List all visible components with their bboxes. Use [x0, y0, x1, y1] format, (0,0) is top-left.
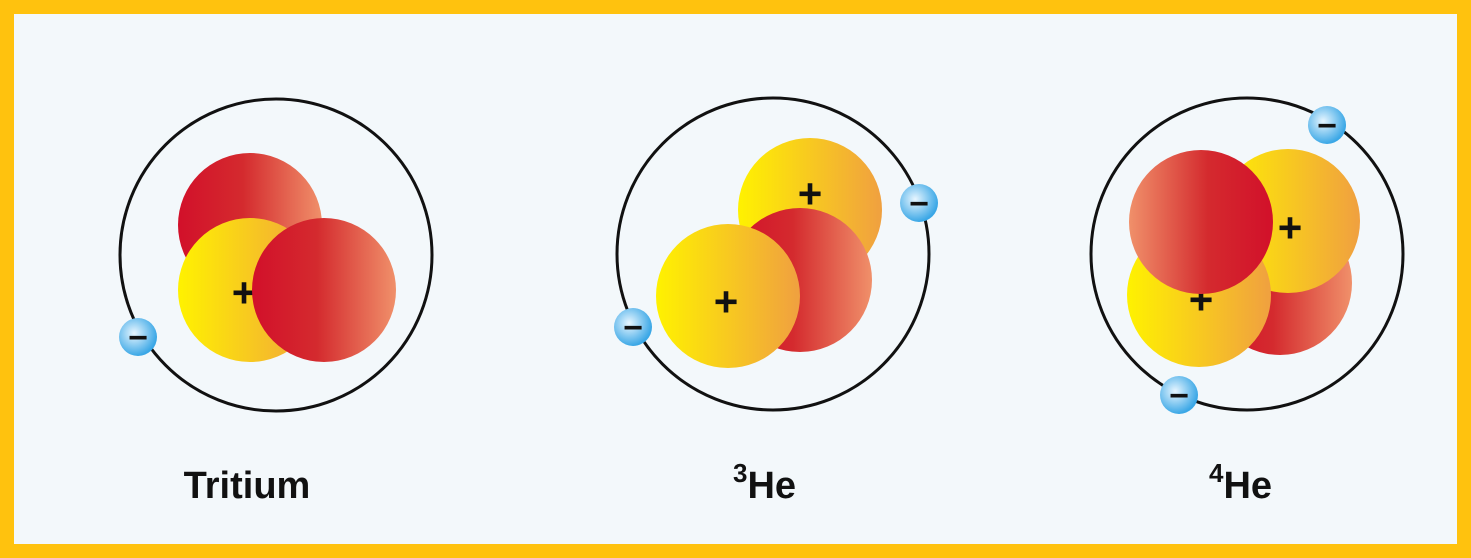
electron-sign: − [1169, 377, 1189, 415]
proton-sign: + [1278, 204, 1303, 251]
mass-number: 4 [1209, 458, 1224, 488]
proton-sign: + [714, 278, 739, 325]
orbit-ring [118, 97, 434, 413]
neutron [1129, 150, 1273, 294]
electron-sign: − [909, 185, 929, 223]
mass-number: 3 [733, 458, 747, 488]
electron-sign: − [623, 309, 643, 347]
electron-sign: − [1317, 107, 1337, 145]
atom-helium-4: + + − − 4He [1089, 96, 1405, 507]
electron: − [614, 308, 652, 347]
atom-label: Tritium [184, 465, 311, 507]
atom-helium-3: + + − − 3He [614, 96, 938, 507]
electron: − [900, 184, 938, 223]
orbit-ring [615, 96, 931, 412]
electron-sign: − [128, 319, 148, 357]
proton [656, 224, 800, 368]
orbit-ring [1089, 96, 1405, 412]
atom-tritium: + − Tritium [118, 97, 434, 507]
electron: − [119, 318, 157, 357]
atom-label: 4He [1209, 458, 1272, 507]
neutron [252, 218, 396, 362]
electron: − [1308, 106, 1346, 145]
electron: − [1160, 376, 1198, 415]
atom-label: 3He [733, 458, 796, 507]
